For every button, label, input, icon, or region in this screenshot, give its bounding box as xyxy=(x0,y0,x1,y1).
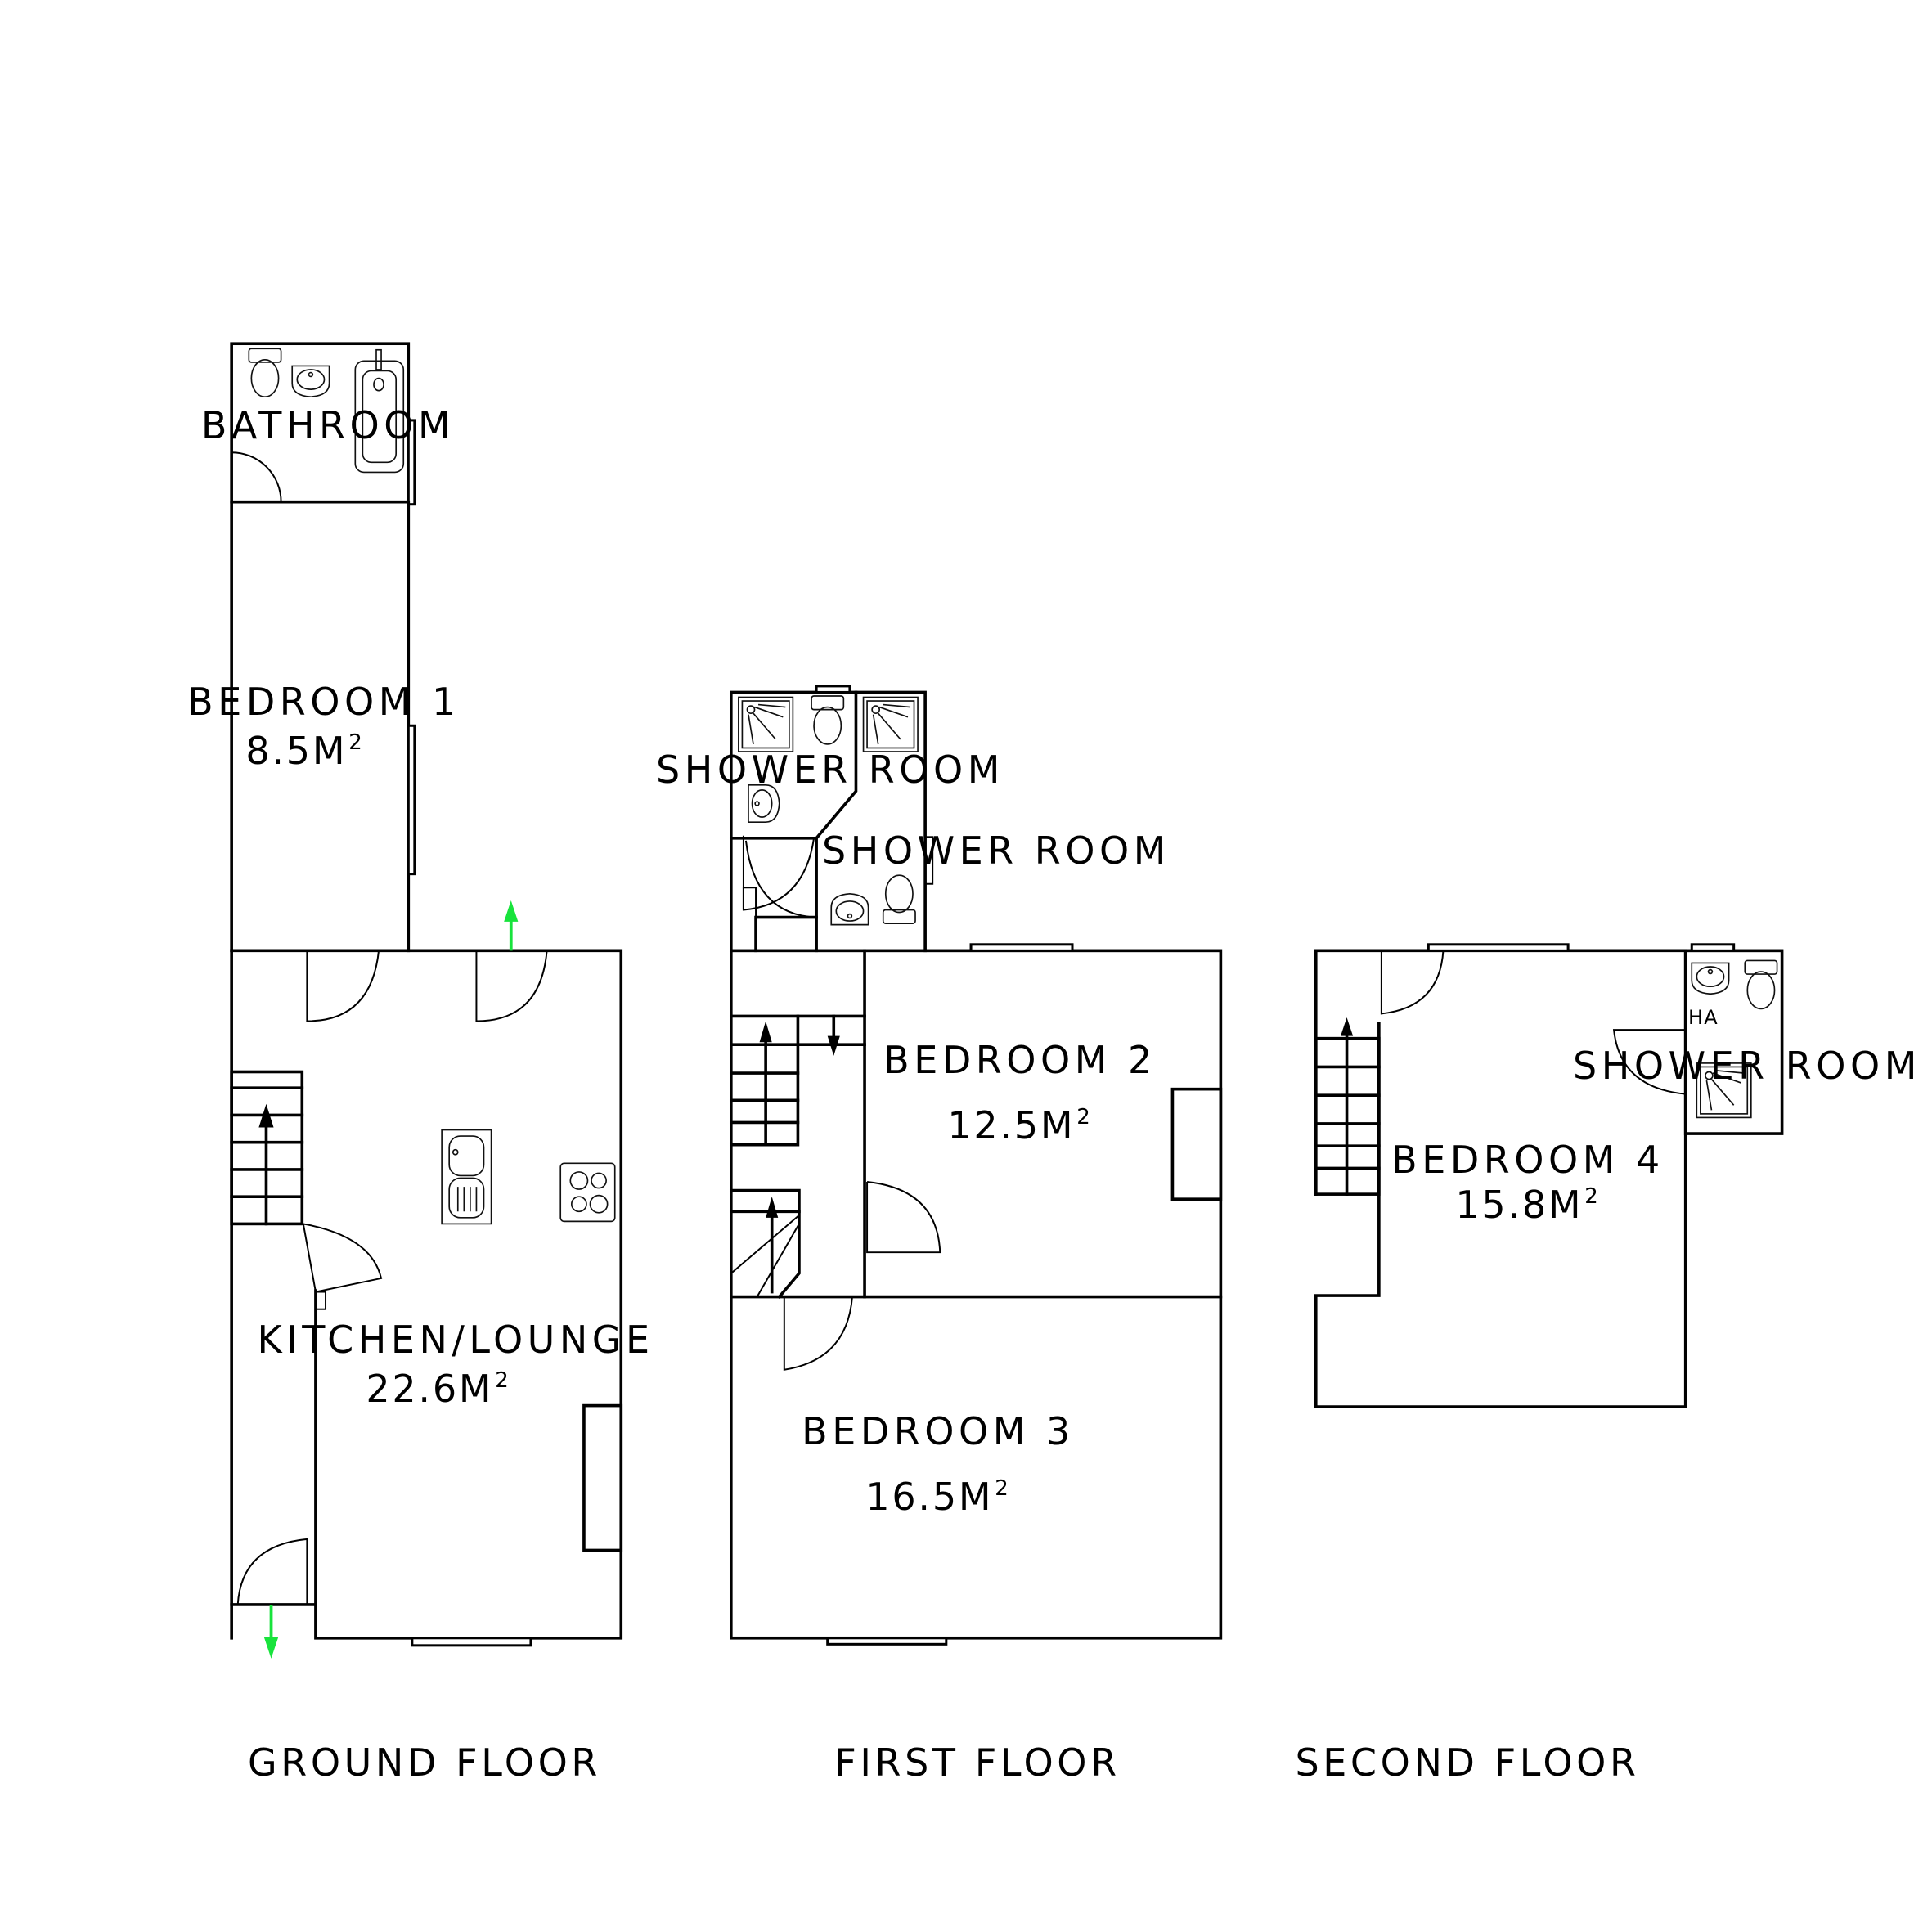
second-floor-shower-room-outline xyxy=(1612,943,1784,1135)
room-label-kitchen-lounge: KITCHEN/LOUNGE xyxy=(257,1318,654,1362)
basin-icon xyxy=(291,365,330,398)
first-floor-main-outline xyxy=(729,943,1223,1646)
room-label-shower-room-2: SHOWER ROOM xyxy=(822,829,1170,873)
basin-icon xyxy=(1691,962,1730,995)
room-label-bedroom-2: BEDROOM 2 xyxy=(883,1038,1157,1082)
room-note-ha: HA xyxy=(1688,1006,1719,1029)
toilet-icon xyxy=(882,874,916,924)
room-label-bedroom-4: BEDROOM 4 xyxy=(1391,1138,1665,1182)
room-label-shower-room-1: SHOWER ROOM xyxy=(656,748,1004,792)
stairs-icon xyxy=(1314,1017,1381,1196)
first-floor-plan xyxy=(729,685,1223,1646)
floor-label-first: FIRST FLOOR xyxy=(834,1740,1121,1785)
toilet-icon xyxy=(1744,959,1778,1010)
shower-tray-icon xyxy=(738,696,794,752)
bathroom-outline xyxy=(230,342,416,506)
shower-tray-icon xyxy=(862,696,919,752)
toilet-icon xyxy=(248,348,282,398)
floor-label-ground: GROUND FLOOR xyxy=(248,1740,601,1785)
entry-arrow-icon xyxy=(263,1604,279,1659)
ground-floor-plan xyxy=(230,342,623,1659)
room-area-bedroom-2: 12.5M2 xyxy=(947,1103,1093,1147)
bath-icon xyxy=(354,348,405,474)
bedroom-1-outline xyxy=(230,500,416,953)
second-floor-plan xyxy=(1314,943,1784,1408)
kitchen-lounge-outline xyxy=(230,900,623,1659)
sink-icon xyxy=(441,1129,492,1225)
toilet-icon xyxy=(811,695,845,745)
room-label-bedroom-3: BEDROOM 3 xyxy=(802,1409,1075,1453)
hob-icon xyxy=(559,1162,616,1223)
room-label-bathroom: BATHROOM xyxy=(200,403,456,447)
room-area-bedroom-4: 15.8M2 xyxy=(1455,1183,1601,1227)
entry-arrow-icon xyxy=(504,900,519,951)
room-area-bedroom-3: 16.5M2 xyxy=(865,1475,1011,1519)
room-label-bedroom-1: BEDROOM 1 xyxy=(187,680,461,724)
floor-label-second: SECOND FLOOR xyxy=(1295,1740,1640,1785)
shower-rooms-outline xyxy=(729,685,934,953)
basin-icon xyxy=(830,893,869,926)
room-area-bedroom-1: 8.5M2 xyxy=(245,729,365,773)
room-label-shower-room-3: SHOWER ROOM xyxy=(1573,1044,1921,1088)
stairs-icon xyxy=(230,1070,304,1226)
stairs-icon xyxy=(729,1188,801,1300)
room-area-kitchen-lounge: 22.6M2 xyxy=(366,1367,511,1411)
stairs-icon xyxy=(729,1014,866,1147)
